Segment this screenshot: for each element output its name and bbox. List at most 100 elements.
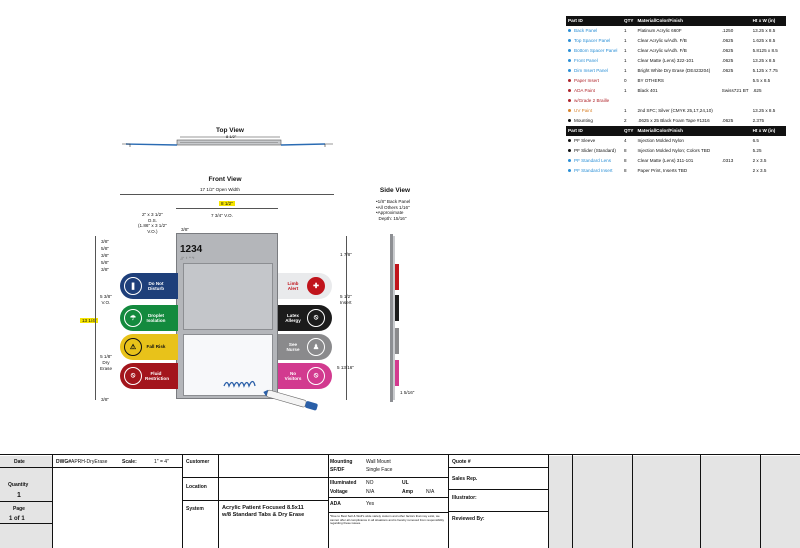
part-id-cell: Back Panel	[566, 26, 622, 36]
quantity-value: 1	[17, 492, 21, 499]
header-cell: Ht x W (in)	[750, 16, 786, 26]
part-id-text: Top Spacer Panel	[574, 38, 611, 43]
part-id-cell: PF Slider (Standard)	[566, 146, 622, 156]
tab-label: Droplet Isolation	[146, 312, 166, 323]
part-mat-cell: Platinum Acrylic 660F	[637, 28, 682, 33]
part-th-cell	[720, 106, 751, 116]
dry-erase-dim: 5 1/8" Dry Erase	[100, 354, 113, 371]
part-qty-cell: 1	[624, 28, 627, 33]
part-mat-cell: Black 401	[637, 88, 658, 93]
part-id-text: Paper Insert	[574, 78, 600, 83]
part-id-cell: UV Paint	[566, 106, 622, 116]
part-mat-cell: Clear Matte (Lens) 311-101	[637, 158, 694, 163]
part-th-cell: .0625	[721, 118, 734, 123]
color-dot-icon	[568, 69, 571, 73]
part-id-cell: Top Spacer Panel	[566, 36, 622, 46]
svg-text:8 1/2": 8 1/2"	[226, 134, 237, 139]
location-label: Location	[186, 484, 207, 490]
part-th-cell: .1250	[721, 28, 734, 33]
part-mat-cell: .0625 x 25 Black Foam Tape #1316	[637, 118, 710, 123]
top-view-drawing: 8 1/2"	[122, 134, 333, 147]
header-cell: QTY	[622, 126, 636, 136]
part-id-text: UV Paint	[574, 108, 593, 113]
tab-symbol-icon: ⦸	[307, 367, 325, 385]
part-id-cell: w/Grade 2 Braille	[566, 96, 622, 106]
part-mat-cell: Injection Molded Nylon	[637, 138, 684, 143]
dwg-label: DWG#	[56, 459, 71, 465]
part-mat-cell: Clear Acrylic w/Adh. F/B	[637, 38, 687, 43]
color-dot-icon	[568, 49, 571, 53]
open-width-dim: 17 1/2" Open Width	[200, 187, 240, 192]
left-dim-2: 5/8"	[101, 246, 110, 251]
mounting-label: Mounting	[330, 459, 353, 465]
right-dim-line	[346, 236, 347, 400]
part-size-cell: 2 x 3.5	[752, 158, 767, 163]
left-dim-1: 3/8"	[101, 239, 110, 244]
part-size-cell: 6.5	[752, 138, 759, 143]
part-id-text: ADA Paint	[574, 88, 595, 93]
part-th-cell	[720, 146, 751, 156]
side-view-title: Side View	[379, 187, 411, 194]
part-id-cell: Mounting	[566, 116, 622, 126]
panel-width-dim: 8 1/2"	[219, 201, 235, 206]
right-lower-dim: 5 13/16"	[337, 365, 354, 370]
part-size-cell: 5.25	[752, 148, 762, 153]
color-dot-icon	[568, 139, 571, 143]
panel-width-dim-line	[176, 208, 278, 209]
part-id-text: PF Standard Lens	[574, 158, 612, 163]
part-mat-cell: Paper Print, Inserts TBD	[637, 168, 688, 173]
part-th-cell: .0625	[721, 48, 734, 53]
part-size-cell: 1.625 x 8.5	[752, 38, 776, 43]
part-id-text: w/Grade 2 Braille	[574, 98, 610, 103]
tab-symbol-icon: ❚	[124, 277, 142, 295]
part-size-cell: 13.25 x 8.5	[752, 108, 776, 113]
header-cell: Material/Color/Finish	[635, 126, 720, 136]
tab-symbol-icon: ⦸	[307, 309, 325, 327]
open-width-dim-line	[120, 194, 334, 195]
part-size-cell: 5.8125 x 8.5	[752, 48, 778, 53]
part-mat-cell: Clear Acrylic w/Adh. F/B	[637, 48, 687, 53]
part-qty-cell: 0	[624, 78, 627, 83]
header-cell: Part ID	[566, 126, 623, 136]
part-mat-cell	[635, 96, 719, 106]
ada-label: ADA	[330, 501, 341, 507]
header-cell	[719, 16, 751, 26]
part-id-text: Front Panel	[574, 58, 598, 63]
color-dot-icon	[568, 79, 571, 83]
right-tab: See Nurse♟	[278, 334, 332, 360]
quote-label: Quote #	[452, 459, 471, 465]
left-dim-line	[95, 236, 96, 400]
scale-label: Scale:	[122, 459, 137, 465]
side-notes: •1/8" Back Panel •All Others 1/16" •Appr…	[376, 199, 411, 221]
overall-height-dim: 13 1/4"	[80, 318, 99, 323]
title-block: Date DWG# APRH-DryErase Scale: 1" = 4" Q…	[0, 454, 800, 548]
part-qty-cell: 1	[624, 48, 627, 53]
sfdf-label: SF/DF	[330, 467, 345, 473]
tab-symbol-icon: ☂	[124, 309, 142, 327]
part-size-cell: 2 x 3.5	[752, 168, 767, 173]
part-mat-cell: 2nd SFC; Silver (CMYK 25,17,24,10)	[637, 108, 713, 113]
part-id-text: Dim Insert Panel	[574, 68, 608, 73]
part-th-cell	[720, 76, 751, 86]
side-view-drawing	[390, 234, 399, 402]
date-label: Date	[14, 459, 25, 465]
tab-label: See Nurse	[286, 341, 300, 352]
page-label: Page	[13, 506, 25, 512]
tab-label: Fall Risk	[146, 344, 166, 350]
system-value: Acrylic Patient Focused 8.5x11 w/8 Stand…	[222, 505, 305, 518]
part-qty-cell: 8	[624, 168, 627, 173]
part-th-cell: .0625	[721, 58, 734, 63]
left-bottom-dim: 3/8"	[101, 397, 110, 402]
tab-size-dim: 2" x 3 1/2" O.S. (1.86" x 3 1/2" V.O.)	[138, 212, 167, 234]
part-id-text: Mounting	[574, 118, 593, 123]
